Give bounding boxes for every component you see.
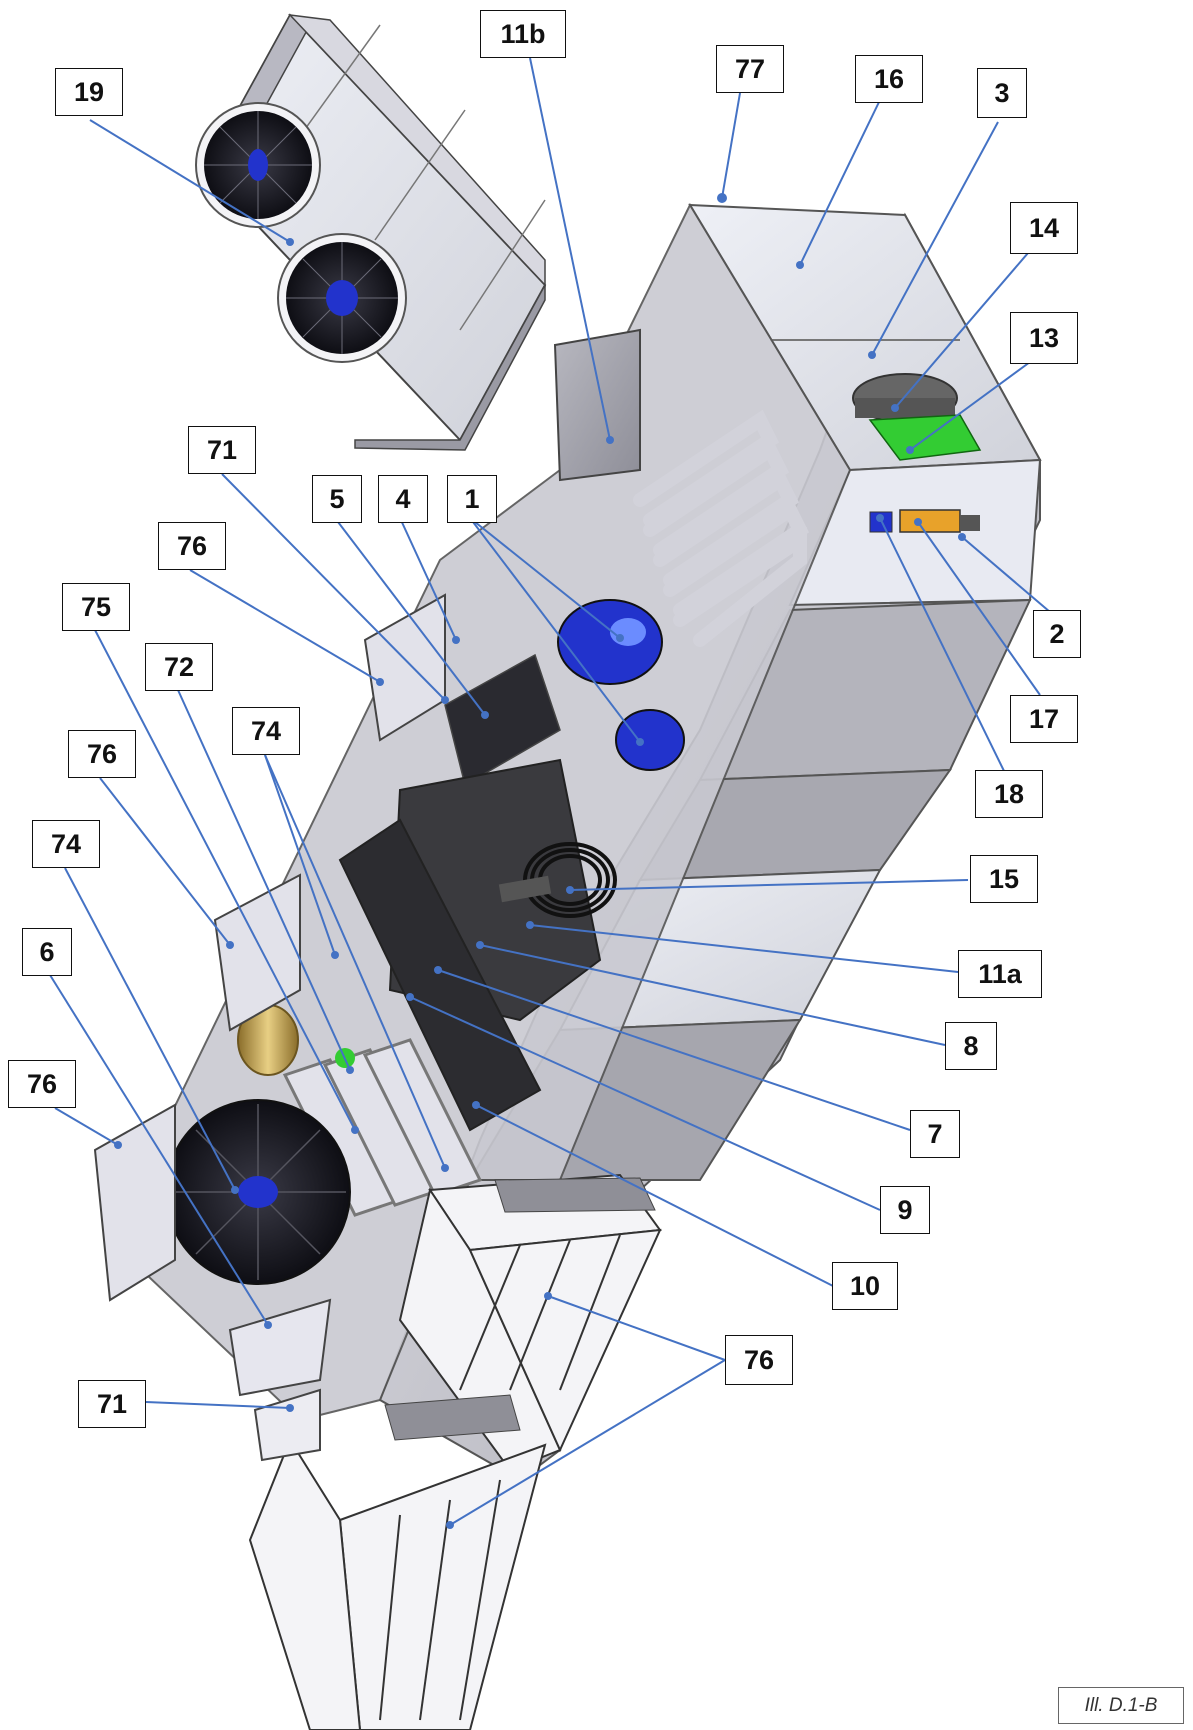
leader-16	[799, 99, 881, 266]
leader-lines	[49, 57, 1051, 1526]
callout-10: 10	[832, 1262, 898, 1310]
leader-4	[399, 517, 457, 641]
leader-6	[49, 974, 269, 1326]
figure-caption: Ill. D.1-B	[1058, 1687, 1184, 1724]
callout-76-b: 76	[68, 730, 136, 778]
callout-2: 2	[1033, 610, 1081, 658]
leader-11b	[529, 57, 611, 441]
callout-9: 9	[880, 1186, 930, 1234]
callout-72: 72	[145, 643, 213, 691]
leader-8	[479, 944, 946, 1046]
callout-19: 19	[55, 68, 123, 116]
blower-upper	[557, 599, 663, 685]
callout-5: 5	[312, 475, 362, 523]
callout-11b: 11b	[480, 10, 566, 58]
callout-76-c: 76	[8, 1060, 76, 1108]
leader-76a	[189, 569, 381, 683]
callout-17: 17	[1010, 695, 1078, 743]
leader-76b	[99, 777, 231, 946]
leader-76e	[449, 1359, 726, 1526]
leader-19	[89, 119, 291, 243]
callout-13: 13	[1010, 312, 1078, 364]
callout-8: 8	[945, 1022, 997, 1070]
leader-3	[871, 121, 999, 356]
heat-exchanger-coil	[633, 409, 810, 647]
condenser-fan-lower	[277, 233, 407, 363]
callout-71-lower: 71	[78, 1380, 146, 1428]
callout-74-a: 74	[232, 707, 300, 755]
leader-77	[721, 92, 741, 199]
callout-6: 6	[22, 928, 72, 976]
callout-3: 3	[977, 68, 1027, 118]
leader-75	[94, 629, 356, 1131]
leader-2	[961, 536, 1051, 613]
callout-11a: 11a	[958, 950, 1042, 998]
callout-71-upper: 71	[188, 426, 256, 474]
condenser-fan-upper	[195, 102, 321, 228]
leader-1a	[469, 517, 621, 639]
leader-74c	[64, 867, 236, 1191]
condenser-unit	[195, 13, 547, 451]
leader-11a	[529, 924, 959, 973]
leader-7	[437, 969, 911, 1131]
callout-1: 1	[447, 475, 497, 523]
leader-10	[475, 1104, 836, 1288]
leader-72	[177, 689, 351, 1071]
callout-75: 75	[62, 583, 130, 631]
callout-16: 16	[855, 55, 923, 103]
leader-arrowheads	[114, 193, 966, 1529]
compressor-area	[852, 373, 982, 461]
leader-76c	[54, 1107, 119, 1146]
callout-4: 4	[378, 475, 428, 523]
callout-15: 15	[970, 855, 1038, 903]
leader-18	[879, 517, 1006, 774]
callout-18: 18	[975, 770, 1043, 818]
leader-76d	[547, 1295, 726, 1361]
leader-1b	[469, 517, 641, 743]
leader-71b	[145, 1401, 291, 1409]
duct-connectors-lower	[248, 1173, 662, 1730]
callout-76-d: 76	[725, 1335, 793, 1385]
callout-77: 77	[716, 45, 784, 93]
leader-15	[569, 879, 969, 891]
leader-17	[917, 521, 1041, 696]
callout-76-a: 76	[158, 522, 226, 570]
leader-13	[909, 361, 1031, 451]
leader-5	[334, 517, 486, 716]
blower-lower	[615, 709, 685, 771]
exhaust-fan	[165, 1099, 351, 1285]
callout-74-b: 74	[32, 820, 100, 868]
leader-71a	[221, 473, 446, 701]
leader-74b	[264, 754, 446, 1169]
leader-74a	[264, 754, 336, 956]
callout-7: 7	[910, 1110, 960, 1158]
leader-14	[894, 252, 1029, 409]
leader-9	[409, 996, 881, 1211]
callout-14: 14	[1010, 202, 1078, 254]
